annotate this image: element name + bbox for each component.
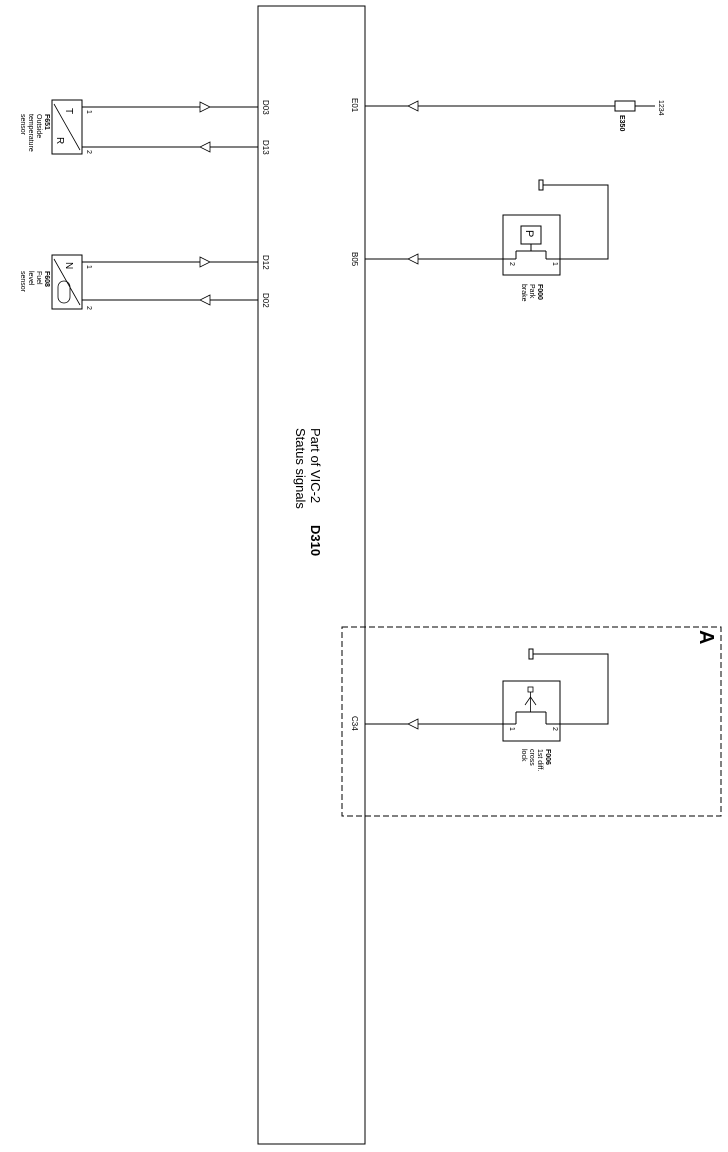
pin-c34-label: C34 [350,716,359,731]
ground-f000-icon [538,179,544,191]
svg-text:lock: lock [520,749,527,762]
arrow-to-d12-icon [199,256,211,268]
section-a-frame [341,626,722,817]
sensor-f608-pin1: 1 [85,265,92,269]
svg-text:Fuel: Fuel [35,271,42,285]
sensor-f651-pin1: 1 [85,110,92,114]
svg-text:Park: Park [528,284,535,299]
switch-f000-label: F000 Park brake [520,284,543,302]
switch-f000-box [502,214,561,276]
fuse-e350-label: E350 [618,115,625,131]
switch-f006-pin2: 2 [551,727,558,731]
switch-f006-spring-icon [524,696,537,706]
wire-1234-label: 1234 [657,100,664,116]
module-d310-box [257,5,366,1145]
module-id: D310 [308,525,323,556]
switch-f006-label: F006 1st diff. cross lock [520,749,551,771]
sensor-f651-pin2: 2 [85,150,92,154]
switch-f000: P 2 1 F000 Park brake [502,214,561,302]
ground-f006-icon [528,648,534,660]
sensor-f608-label: F608 Fuel level sensor [19,271,50,293]
svg-text:F000: F000 [536,284,543,300]
sensor-f651-diagonal [53,103,81,151]
pin-e01-label: E01 [350,98,359,113]
switch-f000-pin1: 1 [551,262,558,266]
svg-text:level: level [27,271,34,286]
module-subtitle: Status signals [293,428,308,509]
sensor-f651: T R 1 2 F651 Outside temperature sensor [19,99,92,155]
pin-b05-label: B05 [350,252,359,267]
sensor-f651-glyph-t: T [63,108,74,114]
pin-d12-label: D12 [261,255,270,270]
float-icon [57,280,71,304]
arrow-from-d02-icon [199,294,211,306]
wire-f000-ground [542,184,609,260]
switch-f006-pin1: 1 [508,727,515,731]
switch-f006-box [502,680,561,742]
arrow-to-d03-icon [199,101,211,113]
sensor-f651-glyph-r: R [54,137,65,144]
sensor-f608-box [51,254,83,310]
svg-text:Outside: Outside [35,114,42,138]
svg-text:temperature: temperature [27,114,34,152]
arrow-into-b05-icon [407,253,419,265]
svg-text:1st diff.: 1st diff. [536,749,543,771]
pin-d03-label: D03 [261,100,270,115]
svg-text:sensor: sensor [19,271,26,293]
switch-f006: 1 2 F006 1st diff. cross lock [502,680,561,771]
switch-f006-actuator-box [527,686,534,693]
svg-text:F651: F651 [43,114,50,130]
arrow-into-c34-icon [407,718,419,730]
arrow-from-d13-icon [199,141,211,153]
section-a-label: A [695,630,717,644]
pin-d02-label: D02 [261,293,270,308]
svg-text:F006: F006 [544,749,551,765]
fuse-e350-icon [614,100,636,112]
switch-f000-glyph-p: P [523,230,535,237]
svg-text:F608: F608 [43,271,50,287]
sensor-f651-label: F651 Outside temperature sensor [19,114,50,152]
sensor-f608-glyph-n: N [63,262,74,269]
pin-d13-label: D13 [261,140,270,155]
svg-text:sensor: sensor [19,114,26,136]
svg-text:brake: brake [520,284,527,302]
svg-text:cross: cross [528,749,535,766]
sensor-f608-pin2: 2 [85,306,92,310]
module-title-prefix: Part of VIC-2 [308,428,323,503]
module-title: Part of VIC-2 D310 Status signals [293,428,323,556]
sensor-f651-box [51,99,83,155]
sensor-f608: N 1 2 F608 Fuel level sensor [19,254,92,310]
arrow-into-e01-icon [407,100,419,112]
switch-f000-pin2: 2 [508,262,515,266]
wire-f006-ground [533,653,609,725]
